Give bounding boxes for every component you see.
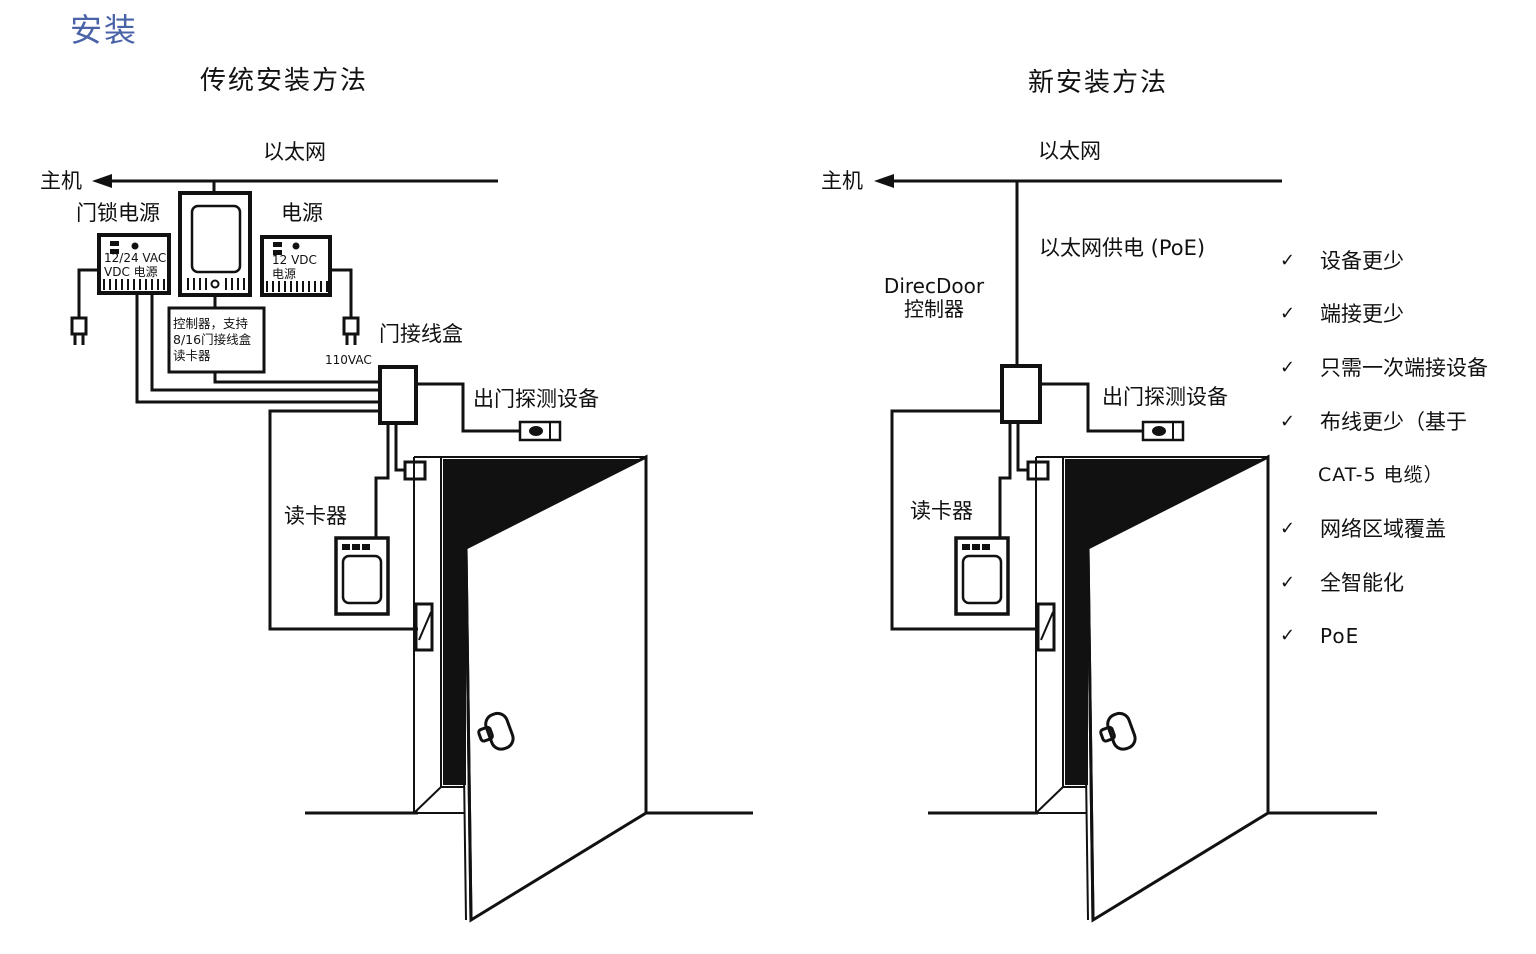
direcdoor-controller <box>1000 364 1042 424</box>
benefit-item: 只需一次端接设备 <box>1320 356 1488 380</box>
controller-text-3: 读卡器 <box>173 348 211 363</box>
lock-psu-text: 12/24 VAC VDC 电源 <box>104 251 168 279</box>
door-contact-new <box>1026 460 1050 481</box>
page-title: 安装 <box>70 11 139 49</box>
lock-psu-text-2: VDC 电源 <box>104 265 158 279</box>
traditional-heading: 传统安装方法 <box>200 66 369 96</box>
benefit-item: 网络区域覆盖 <box>1320 517 1446 541</box>
direcdoor-label-2: 控制器 <box>904 297 964 321</box>
check-icon: ✓ <box>1280 572 1296 593</box>
psu-text-2: 电源 <box>272 267 297 281</box>
lock-psu-plug <box>70 316 88 336</box>
benefit-item: 布线更少（基于 <box>1320 410 1467 434</box>
host-label: 主机 <box>40 169 82 193</box>
door-lock <box>414 602 434 652</box>
check-icon: ✓ <box>1280 303 1296 324</box>
door-lock-new <box>1036 602 1056 652</box>
benefit-item: 端接更少 <box>1320 302 1404 326</box>
benefit-item: PoE <box>1320 624 1360 648</box>
poe-label: 以太网供电 (PoE) <box>1039 236 1206 260</box>
card-reader-label-new: 读卡器 <box>910 499 973 523</box>
card-reader-new <box>954 536 1010 616</box>
traditional-diagram <box>70 174 753 923</box>
door-handle-new <box>1099 711 1137 751</box>
host-label-new: 主机 <box>821 169 863 193</box>
host-arrowhead-new <box>874 174 894 188</box>
exit-detector <box>518 420 562 442</box>
check-icon: ✓ <box>1280 411 1296 432</box>
controller-text-2: 8/16门接线盒 <box>173 332 252 347</box>
host-arrowhead <box>92 174 112 188</box>
power-label: 电源 <box>281 201 323 225</box>
lock-psu-text-1: 12/24 VAC <box>104 251 167 265</box>
direcdoor-controller-label: DirecDoor 控制器 <box>878 275 990 321</box>
benefit-item: 全智能化 <box>1320 571 1404 595</box>
exit-detector-new <box>1141 420 1185 442</box>
exit-detector-label: 出门探测设备 <box>473 387 599 411</box>
card-reader <box>334 536 390 616</box>
mains-plug <box>342 316 360 336</box>
new-method-heading: 新安装方法 <box>1028 68 1169 98</box>
exit-detector-label-new: 出门探测设备 <box>1102 385 1228 409</box>
psu-text-1: 12 VDC <box>272 253 317 267</box>
check-icon: ✓ <box>1280 250 1296 271</box>
card-reader-label: 读卡器 <box>284 504 347 528</box>
check-icon: ✓ <box>1280 518 1296 539</box>
lock-power-supply <box>97 233 171 295</box>
lock-power-label: 门锁电源 <box>76 201 160 225</box>
controller-text-1: 控制器，支持 <box>173 316 249 331</box>
psu-text: 12 VDC 电源 <box>272 253 332 281</box>
mains-label: 110VAC <box>325 353 372 367</box>
direcdoor-label-1: DirecDoor <box>883 274 985 298</box>
benefit-item: 设备更少 <box>1320 249 1404 273</box>
check-icon: ✓ <box>1280 625 1296 646</box>
benefit-item-continuation: CAT-5 电缆） <box>1318 464 1444 486</box>
junction-box-label: 门接线盒 <box>379 322 463 346</box>
dc-power-supply <box>260 235 332 297</box>
junction-box <box>378 365 418 425</box>
ethernet-label: 以太网 <box>263 140 326 164</box>
ethernet-label-new: 以太网 <box>1038 139 1101 163</box>
door-handle <box>477 711 515 751</box>
check-icon: ✓ <box>1280 357 1296 378</box>
controller-box-text: 控制器，支持 8/16门接线盒 读卡器 <box>173 316 263 364</box>
new-method-diagram <box>874 174 1377 923</box>
